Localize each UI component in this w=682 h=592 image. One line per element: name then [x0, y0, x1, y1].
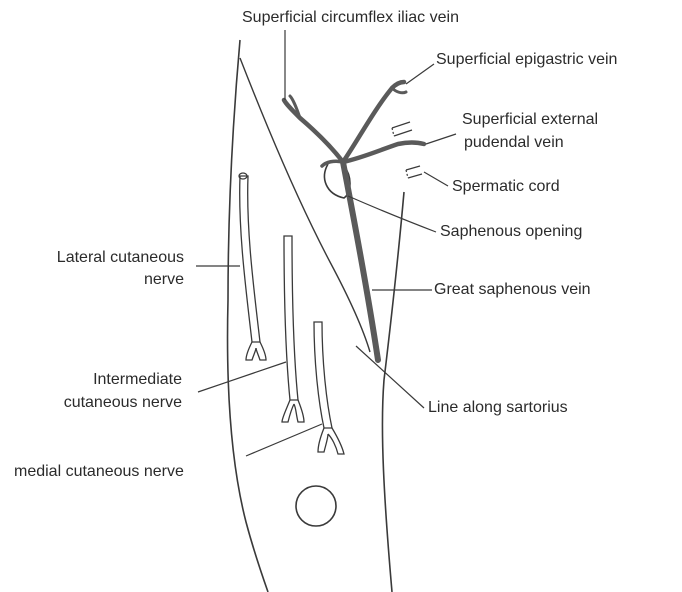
- great-saphenous-vein-path: [343, 162, 378, 360]
- label-saphenous-opening: Saphenous opening: [440, 222, 582, 242]
- vein-system: [284, 82, 424, 360]
- leader-sartorius: [356, 346, 424, 408]
- leader-epigastric: [406, 64, 434, 84]
- leader-intermediate-cutaneous: [198, 362, 286, 392]
- small-tributary-left: [322, 161, 343, 166]
- label-lateral-cutaneous-nerve-line2: nerve: [0, 270, 184, 290]
- leader-saphenous-opening: [348, 196, 436, 232]
- label-intermediate-cutaneous-nerve-line1: Intermediate: [0, 370, 182, 390]
- thigh-medial-outline: [382, 192, 404, 592]
- patella-circle: [296, 486, 336, 526]
- leader-spermatic-cord: [424, 172, 448, 186]
- label-lateral-cutaneous-nerve-line1: Lateral cutaneous: [0, 248, 184, 268]
- label-superficial-circumflex-iliac-vein: Superficial circumflex iliac vein: [242, 8, 459, 28]
- leader-medial-cutaneous: [246, 424, 322, 456]
- label-medial-cutaneous-nerve: medial cutaneous nerve: [14, 462, 184, 482]
- superficial-epigastric-vein-branch: [392, 88, 406, 93]
- label-spermatic-cord: Spermatic cord: [452, 177, 560, 197]
- label-line-along-sartorius: Line along sartorius: [428, 398, 568, 418]
- medial-cutaneous-nerve-drawing: [314, 322, 344, 454]
- superficial-epigastric-vein-path: [343, 82, 404, 162]
- spermatic-cord-drawing: [392, 122, 422, 178]
- lateral-cutaneous-nerve-drawing: [239, 173, 266, 360]
- thigh-lateral-outline: [228, 40, 268, 592]
- label-intermediate-cutaneous-nerve-line2: cutaneous nerve: [0, 393, 182, 413]
- label-superficial-epigastric-vein: Superficial epigastric vein: [436, 50, 617, 70]
- label-superficial-external-pudendal-vein-line2: pudendal vein: [464, 133, 564, 153]
- leader-pudendal: [426, 134, 456, 144]
- superficial-circumflex-iliac-vein-path: [284, 100, 343, 162]
- intermediate-cutaneous-nerve-drawing: [282, 236, 304, 422]
- label-great-saphenous-vein: Great saphenous vein: [434, 280, 591, 300]
- label-superficial-external-pudendal-vein-line1: Superficial external: [462, 110, 598, 130]
